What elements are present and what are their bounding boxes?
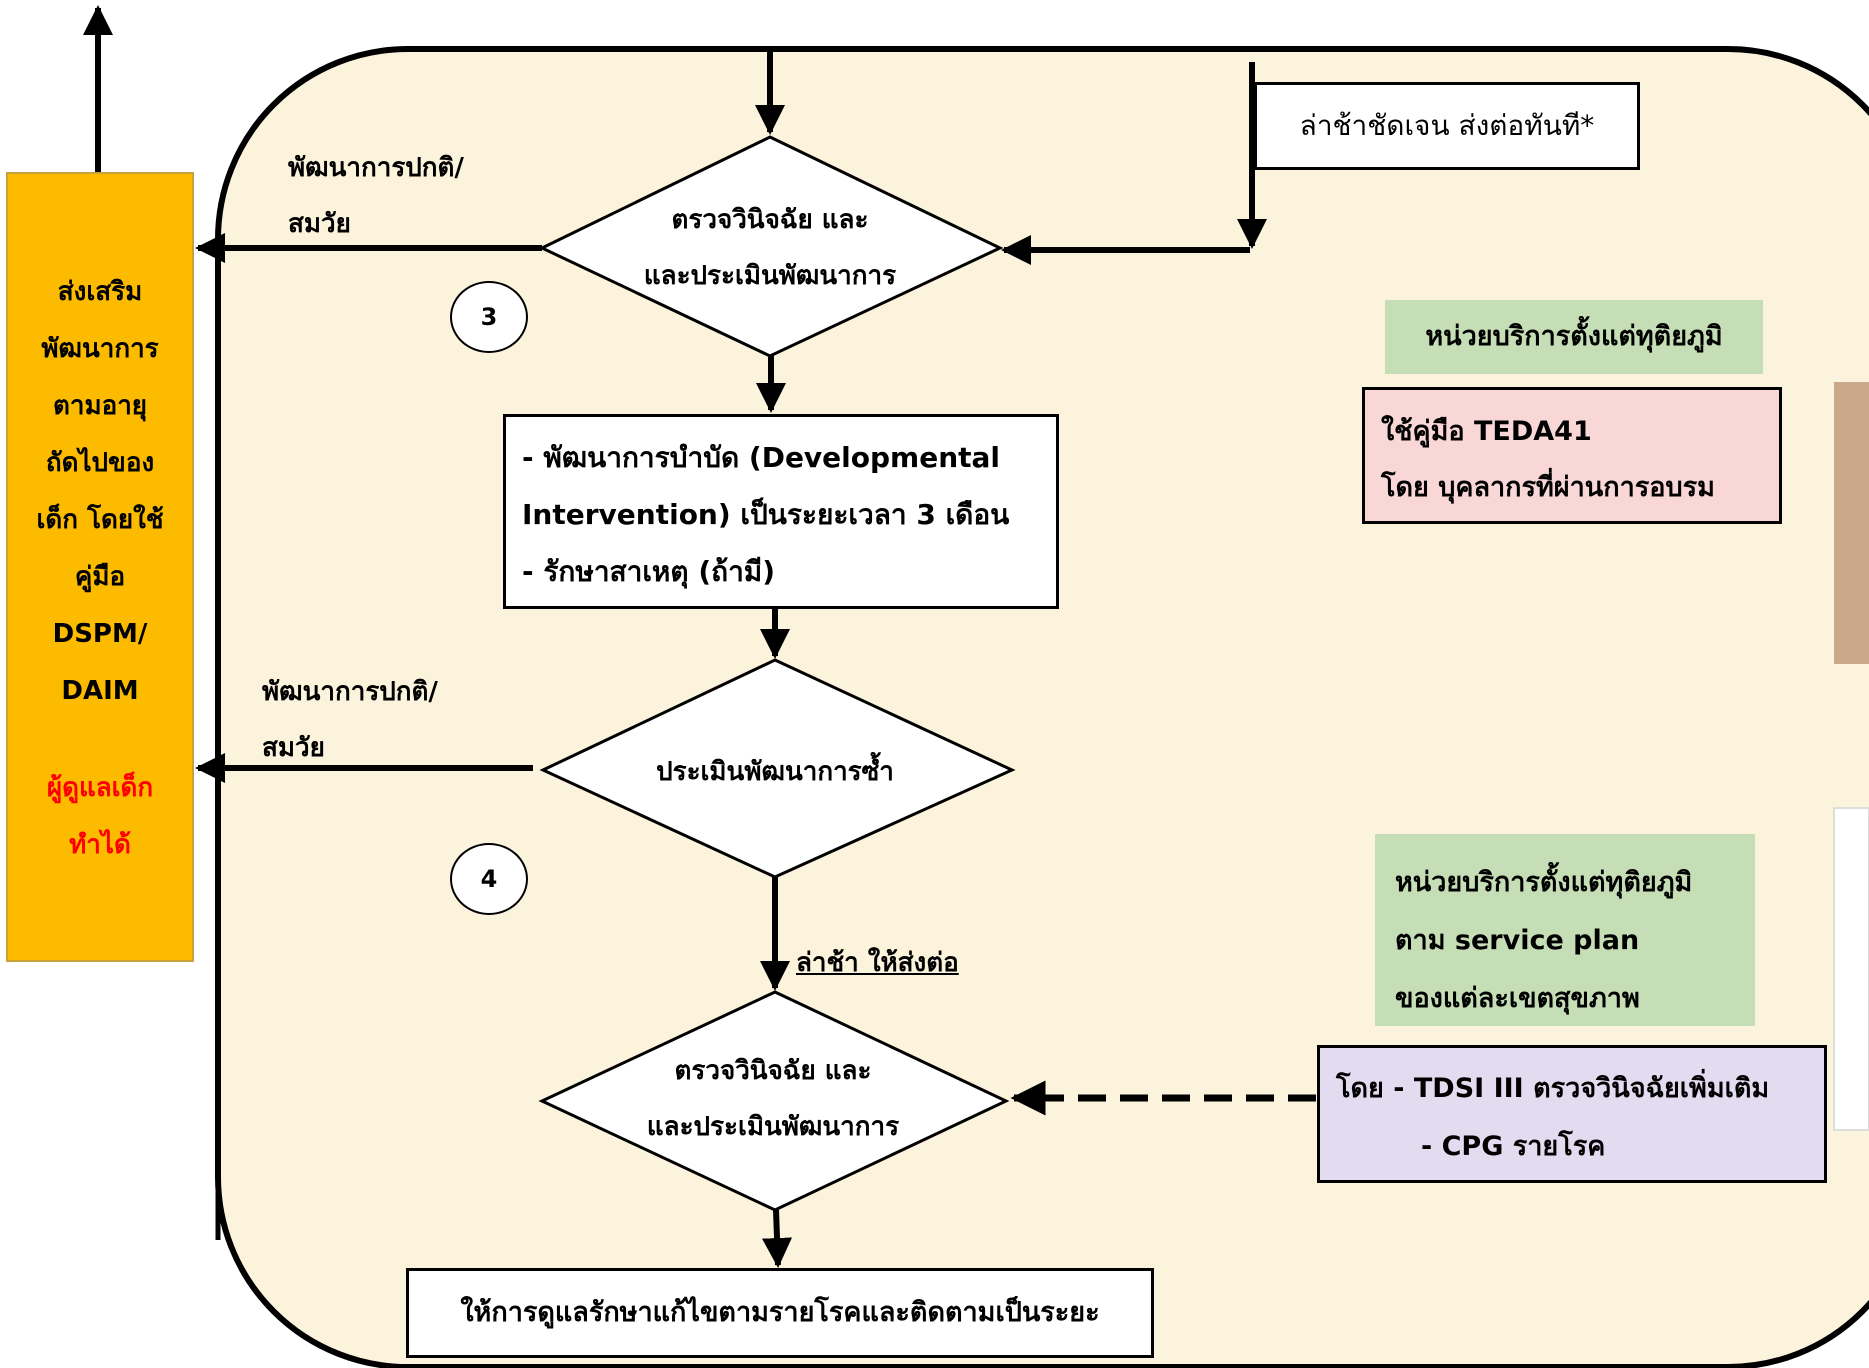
normal-label-line: พัฒนาการปกติ/ bbox=[262, 677, 438, 707]
clear-delay-box: ล่าช้าชัดเจน ส่งต่อทันที* bbox=[1254, 82, 1640, 170]
photo-fragment bbox=[1834, 382, 1869, 664]
final-treatment-box: ให้การดูแลรักษาแก้ไขตามรายโรคและติดตามเป… bbox=[406, 1268, 1154, 1358]
left-line: DSPM/ bbox=[52, 619, 148, 649]
normal-label-line: สมวัย bbox=[288, 209, 351, 239]
clear-delay-text: ล่าช้าชัดเจน ส่งต่อทันที* bbox=[1299, 109, 1595, 142]
tdsi-box: โดย - TDSI III ตรวจวินิจฉัยเพิ่มเติม - C… bbox=[1317, 1045, 1827, 1183]
normal-label-line: พัฒนาการปกติ/ bbox=[288, 153, 464, 183]
left-line: ถัดไปของ bbox=[45, 448, 155, 478]
intervention-line: - พัฒนาการบำบัด (Developmental bbox=[522, 441, 1001, 474]
promote-development-box: ส่งเสริม พัฒนาการ ตามอายุ ถัดไปของ เด็ก … bbox=[6, 172, 194, 962]
diamond-line: และประเมินพัฒนาการ bbox=[646, 1112, 900, 1142]
left-line: ตามอายุ bbox=[52, 391, 148, 421]
normal-label-line: สมวัย bbox=[262, 733, 325, 763]
caregiver-line: ผู้ดูแลเด็ก bbox=[46, 773, 154, 803]
diamond-line: ตรวจวินิจฉัย และ bbox=[674, 1056, 872, 1086]
secondary-unit-text: หน่วยบริการตั้งแต่ทุติยภูมิ bbox=[1425, 321, 1723, 352]
diamond-line: ประเมินพัฒนาการซ้ำ bbox=[656, 757, 894, 787]
diamond-3-text: ตรวจวินิจฉัย และ และประเมินพัฒนาการ bbox=[573, 1043, 973, 1155]
left-line: ส่งเสริม bbox=[57, 277, 143, 307]
normal-label-1: พัฒนาการปกติ/ สมวัย bbox=[288, 140, 464, 252]
teda41-line: ใช้คู่มือ TEDA41 bbox=[1381, 416, 1592, 447]
tdsi-line: โดย - TDSI III ตรวจวินิจฉัยเพิ่มเติม bbox=[1336, 1073, 1770, 1104]
tdsi-line: - CPG รายโรค bbox=[1421, 1131, 1606, 1162]
arrow-d3-down bbox=[762, 1209, 793, 1268]
caregiver-line: ทำได้ bbox=[69, 830, 131, 860]
intervention-line: - รักษาสาเหตุ (ถ้ามี) bbox=[522, 555, 776, 588]
teda41-line: โดย บุคลากรที่ผ่านการอบรม bbox=[1381, 472, 1715, 503]
diamond-3 bbox=[538, 990, 1010, 1212]
left-line: เด็ก โดยใช้ bbox=[36, 505, 164, 535]
teda41-box: ใช้คู่มือ TEDA41 โดย บุคลากรที่ผ่านการอบ… bbox=[1362, 387, 1782, 524]
service-plan-line: ตาม service plan bbox=[1395, 925, 1640, 956]
left-line: DAIM bbox=[61, 676, 139, 706]
normal-label-2: พัฒนาการปกติ/ สมวัย bbox=[262, 664, 438, 776]
service-plan-line: ของแต่ละเขตสุขภาพ bbox=[1395, 983, 1640, 1014]
final-treatment-text: ให้การดูแลรักษาแก้ไขตามรายโรคและติดตามเป… bbox=[460, 1297, 1100, 1328]
delay-refer-text: ล่าช้า ให้ส่งต่อ bbox=[796, 948, 959, 978]
diamond-2-text: ประเมินพัฒนาการซ้ำ bbox=[575, 744, 975, 800]
diamond-line: และประเมินพัฒนาการ bbox=[643, 261, 897, 291]
left-line: คู่มือ bbox=[74, 562, 126, 592]
service-plan-line: หน่วยบริการตั้งแต่ทุติยภูมิ bbox=[1395, 867, 1693, 898]
diamond-1-text: ตรวจวินิจฉัย และ และประเมินพัฒนาการ bbox=[570, 192, 970, 304]
secondary-unit-box: หน่วยบริการตั้งแต่ทุติยภูมิ bbox=[1385, 300, 1763, 374]
left-line: พัฒนาการ bbox=[41, 334, 159, 364]
delay-refer-label: ล่าช้า ให้ส่งต่อ bbox=[796, 942, 959, 983]
diamond-line: ตรวจวินิจฉัย และ bbox=[671, 205, 869, 235]
photo-fragment-2 bbox=[1833, 807, 1869, 1131]
intervention-box: - พัฒนาการบำบัด (Developmental Intervent… bbox=[503, 414, 1059, 609]
step-circle-4: 4 bbox=[450, 843, 528, 915]
service-plan-box: หน่วยบริการตั้งแต่ทุติยภูมิ ตาม service … bbox=[1375, 834, 1755, 1026]
step-circle-3: 3 bbox=[450, 281, 528, 353]
intervention-line: Intervention) เป็นระยะเวลา 3 เดือน bbox=[522, 498, 1010, 531]
